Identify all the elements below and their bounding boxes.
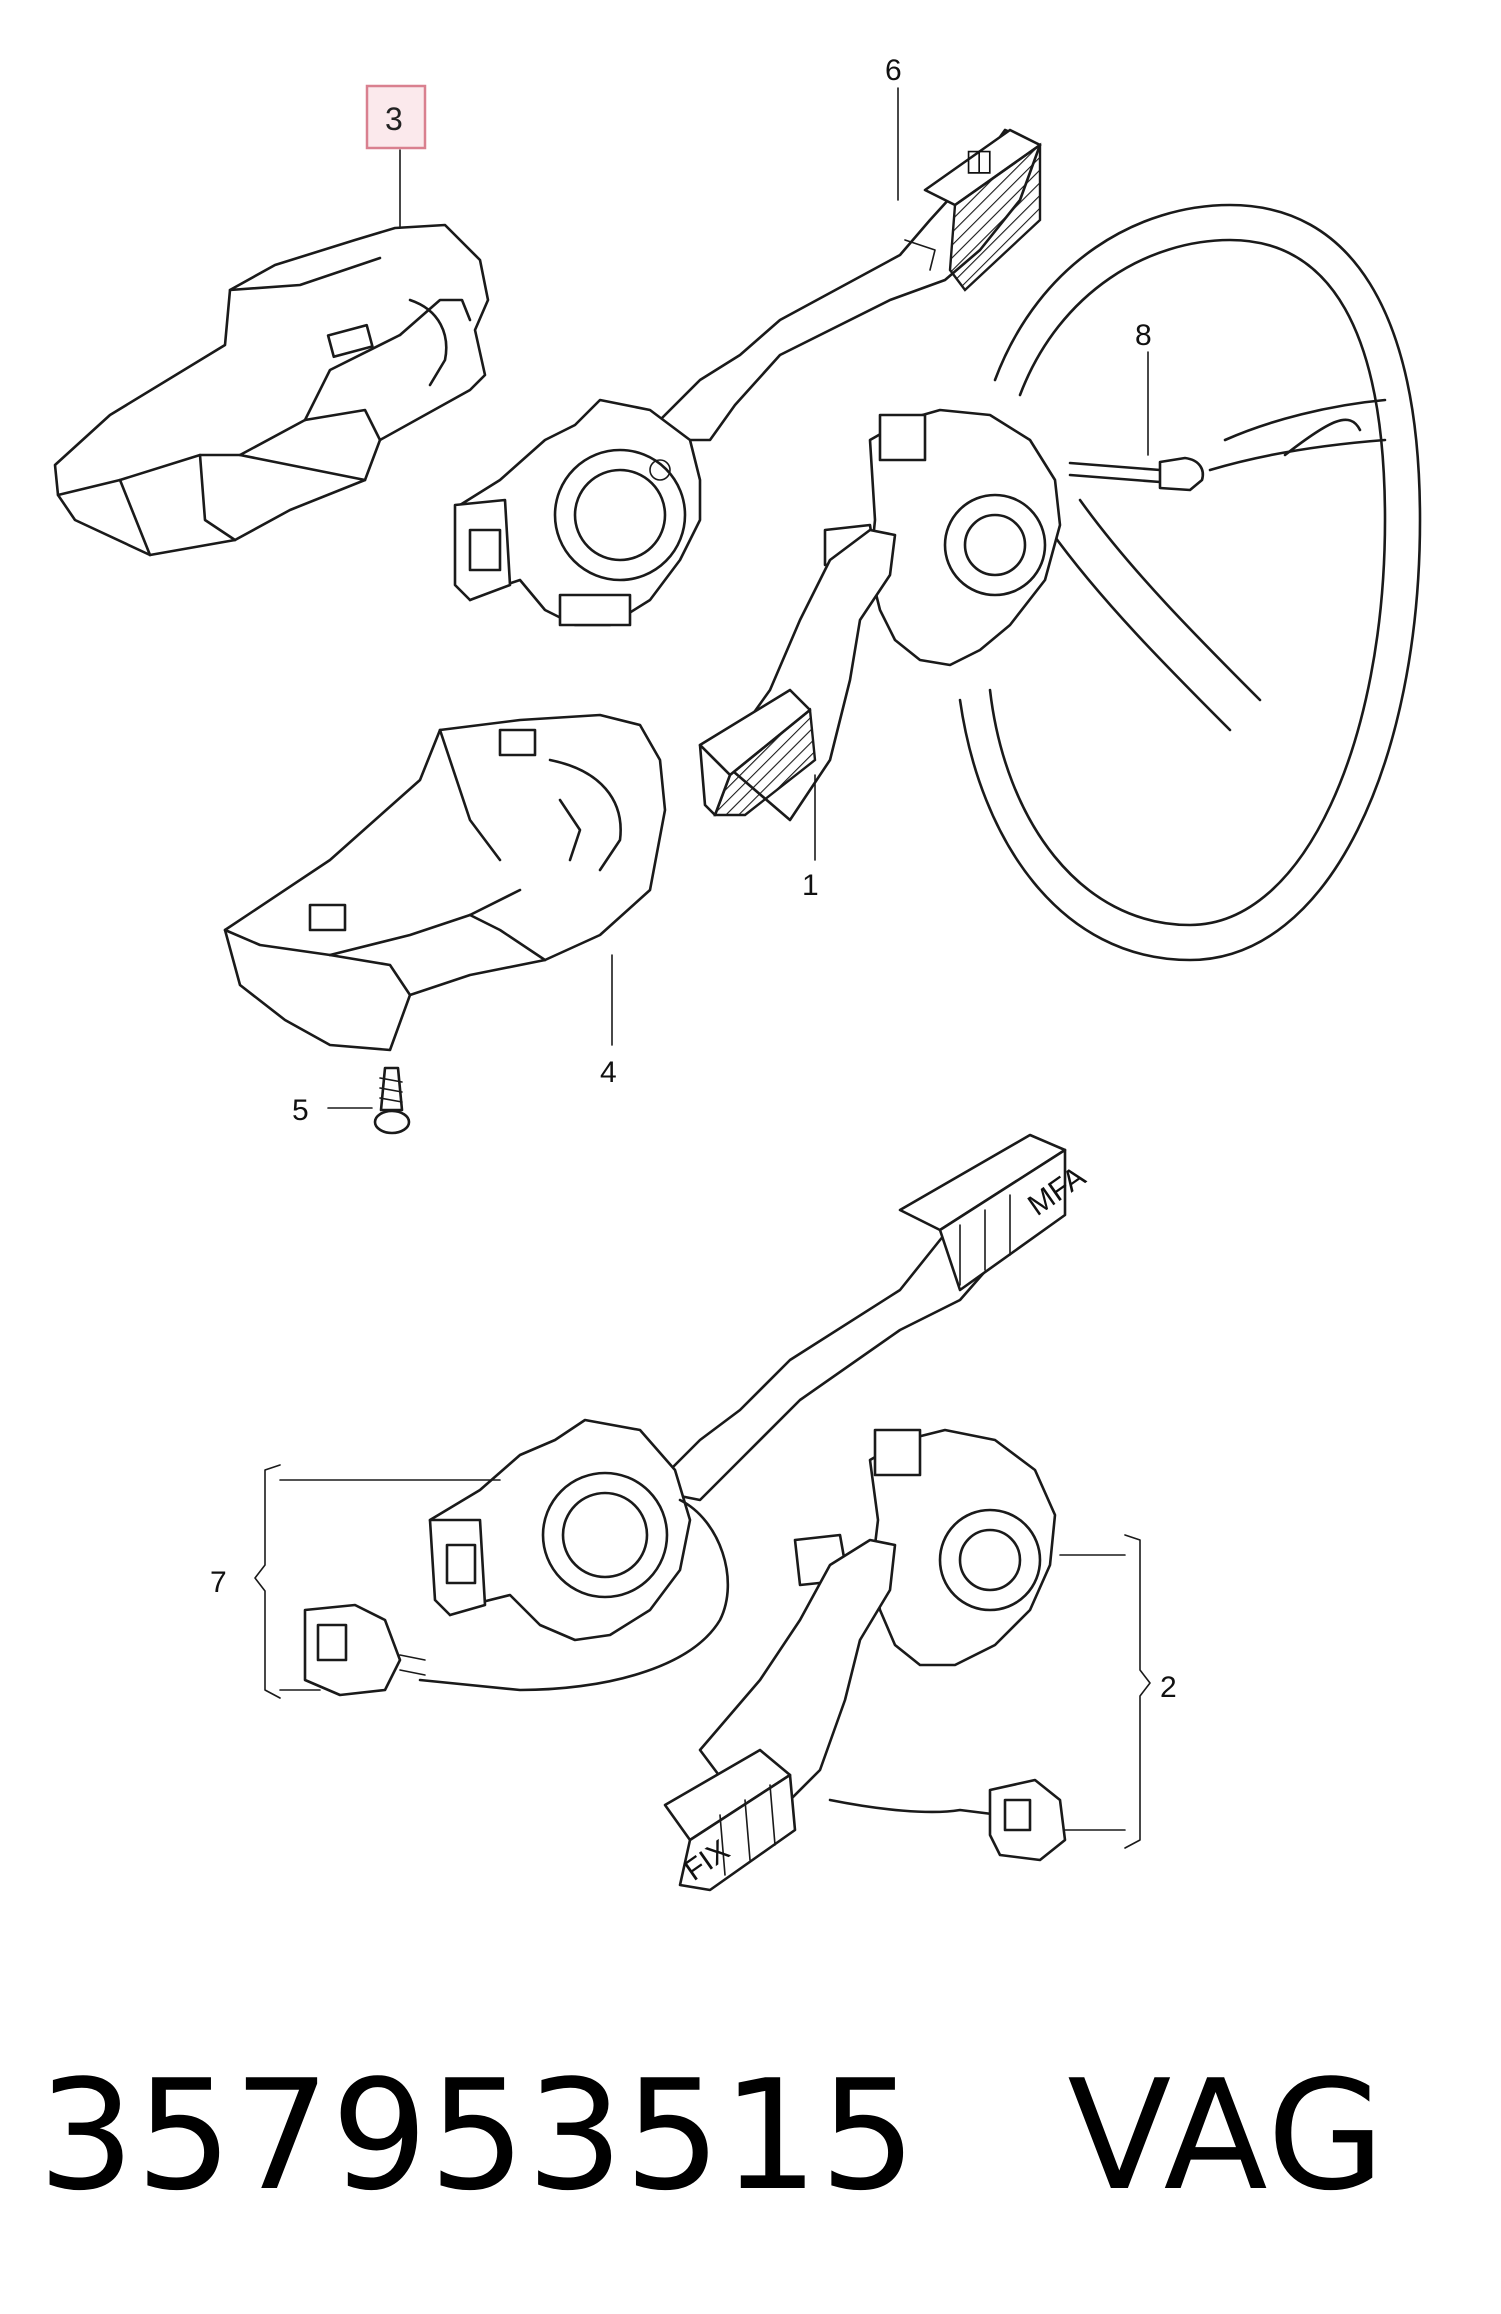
turn-signal-switch-assembly-2: FIX bbox=[663, 1428, 1067, 1892]
callout-4: 4 bbox=[600, 1056, 617, 1089]
callout-2: 2 bbox=[1160, 1671, 1177, 1704]
lower-steering-column-shroud: 4 bbox=[223, 713, 667, 1089]
callout-8: 8 bbox=[1135, 319, 1152, 352]
part-footer: 357953515 VAG bbox=[38, 2035, 1478, 2235]
wiper-icon-top: ◫ bbox=[965, 144, 993, 177]
callout-3: 3 bbox=[385, 101, 403, 137]
bracket-2: 2 bbox=[1059, 1534, 1177, 1849]
callout-1: 1 bbox=[802, 869, 819, 902]
turn-signal-switch-1: 1 bbox=[698, 408, 1062, 902]
screw-5: 5 bbox=[292, 1066, 411, 1135]
switch-housing-upper bbox=[453, 398, 702, 627]
callout-3-highlight[interactable]: 3 bbox=[365, 84, 427, 150]
wiper-switch-6: ◫ 6 bbox=[648, 54, 1042, 442]
part-number: 357953515 bbox=[38, 2046, 918, 2224]
manufacturer-name: VAG bbox=[1067, 2046, 1387, 2224]
callout-5: 5 bbox=[292, 1094, 309, 1127]
bracket-7: 7 bbox=[210, 1464, 501, 1699]
upper-steering-column-shroud bbox=[53, 149, 490, 557]
bolt-8: 8 bbox=[1068, 319, 1205, 492]
callout-6: 6 bbox=[885, 54, 902, 87]
callout-7: 7 bbox=[210, 1566, 227, 1599]
parts-diagram: 8 3 ◫ 6 bbox=[53, 54, 1422, 1892]
steering-wheel bbox=[958, 203, 1422, 962]
